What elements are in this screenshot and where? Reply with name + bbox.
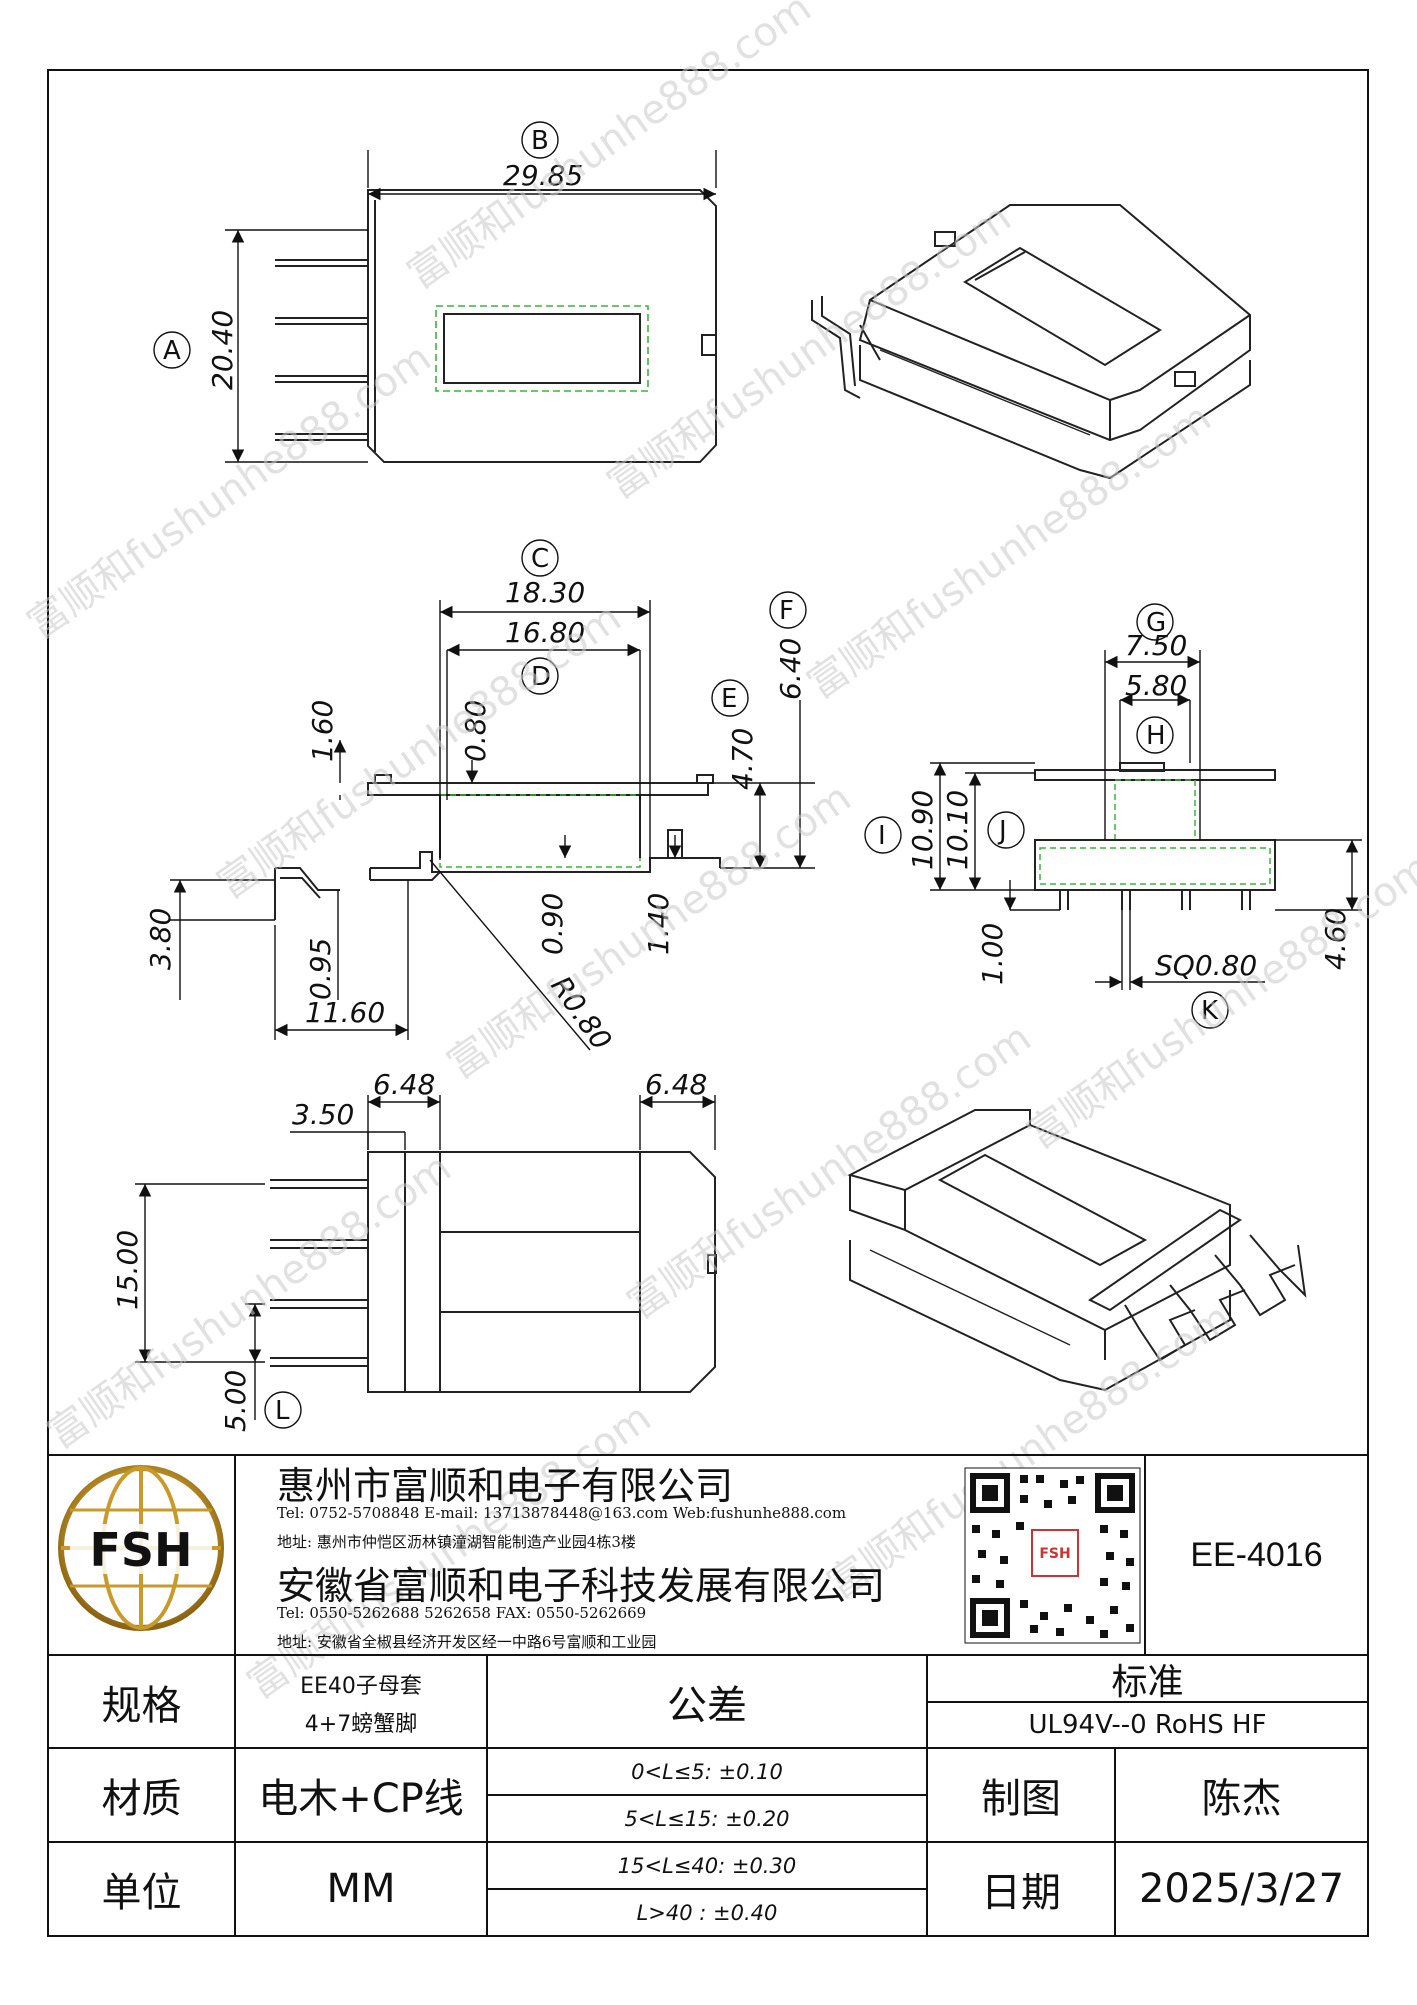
dim-e-value: 4.70: [726, 728, 759, 790]
watermark-text: 富顺和fushunhe888.com: [1019, 845, 1417, 1158]
bottom-view: [270, 1151, 717, 1393]
dim-base-gap-value: 0.90: [536, 893, 569, 955]
iso-view-top: [811, 204, 1251, 480]
label-g: G: [1146, 608, 1166, 638]
top-view: [275, 189, 717, 463]
watermark-text: 富顺和fushunhe888.com: [399, 0, 819, 298]
watermark-text: 富顺和fushunhe888.com: [599, 195, 1019, 508]
dim-base-thk-value: 1.40: [642, 893, 675, 955]
iso-view-bottom: [847, 1109, 1307, 1392]
label-i: I: [878, 821, 886, 851]
dimension-side: [864, 603, 1362, 1029]
unit-value: MM: [326, 1866, 396, 1912]
unit-label: 单位: [101, 1870, 182, 1916]
contact-anhui: Tel: 0550-5262688 5262658 FAX: 0550-5262…: [277, 1604, 647, 1622]
label-a: A: [163, 336, 181, 366]
dim-wall-value: 0.80: [459, 700, 492, 762]
dim-right-width-value: 6.48: [645, 1068, 707, 1101]
spec-label: 规格: [101, 1682, 182, 1729]
label-e: E: [721, 684, 737, 714]
dim-pitch-total-value: 15.00: [111, 1230, 144, 1310]
label-f: F: [779, 596, 794, 626]
address-anhui: 地址: 安徽省全椒县经济开发区经一中路6号富顺和工业园: [277, 1633, 657, 1651]
drawer-label: 制图: [981, 1776, 1061, 1822]
dim-b-value: 29.85: [503, 159, 583, 192]
dim-a-value: 20.40: [206, 310, 239, 390]
tolerance-row-1: 0<L≤5: ±0.10: [631, 1759, 783, 1784]
dimension-a-b: [153, 121, 717, 463]
dimension-front: [170, 539, 815, 1051]
contact-huizhou: Tel: 0752-5708848 E-mail: 13713878448@16…: [277, 1504, 847, 1522]
tolerance-label: 公差: [667, 1682, 747, 1729]
part-number: EE-4016: [1190, 1535, 1323, 1574]
label-k: K: [1201, 996, 1219, 1026]
address-huizhou: 地址: 惠州市仲恺区沥林镇潼湖智能制造产业园4栋3楼: [277, 1533, 636, 1551]
dim-i-value: 10.90: [906, 790, 939, 870]
dim-g-value: 7.50: [1125, 629, 1187, 662]
tolerance-row-3: 15<L≤40: ±0.30: [617, 1853, 797, 1878]
qr-code: FSH: [964, 1467, 1141, 1644]
tolerance-row-4: L>40 : ±0.40: [636, 1900, 778, 1925]
dim-c-value: 18.30: [505, 576, 585, 609]
tolerance-row-2: 5<L≤15: ±0.20: [624, 1806, 790, 1831]
dim-left-width-value: 6.48: [373, 1068, 435, 1101]
logo-text: FSH: [89, 1523, 192, 1577]
dim-pin-height-value: 3.80: [144, 908, 177, 970]
side-view: [1034, 762, 1276, 910]
label-b: B: [531, 126, 549, 156]
dim-pitch-value: 5.00: [219, 1370, 252, 1432]
material-value: 电木+CP线: [258, 1776, 464, 1822]
dim-pin-span-value: 11.60: [305, 996, 385, 1029]
dim-j-value: 10.10: [941, 790, 974, 870]
label-j: J: [997, 816, 1007, 846]
dim-f-value: 6.40: [774, 638, 807, 700]
standard-label: 标准: [1111, 1661, 1184, 1703]
dim-pin-step-value: 1.00: [976, 923, 1009, 985]
dim-d-value: 16.80: [505, 616, 585, 649]
spec-line-1: EE40子母套: [300, 1674, 422, 1699]
date-label: 日期: [981, 1870, 1061, 1916]
label-d: D: [531, 662, 551, 692]
spec-line-2: 4+7螃蟹脚: [304, 1712, 418, 1737]
dim-h-value: 5.80: [1125, 669, 1187, 702]
svg-text:FSH: FSH: [1039, 1546, 1070, 1562]
dim-left-offset-value: 3.50: [292, 1098, 354, 1131]
dim-pin-offset-value: 0.95: [304, 938, 337, 1000]
watermark-text: 富顺和fushunhe888.com: [619, 1015, 1039, 1328]
label-l: L: [275, 1396, 290, 1426]
drawer-value: 陈杰: [1201, 1776, 1282, 1822]
standard-value: UL94V--0 RoHS HF: [1028, 1710, 1267, 1740]
dimension-bottom: [135, 1095, 716, 1429]
watermark-layer: 富顺和fushunhe888.com 富顺和fushunhe888.com 富顺…: [19, 0, 1417, 1708]
label-c: C: [531, 544, 549, 574]
fsh-logo: FSH: [58, 1465, 224, 1631]
dim-pin-len-value: 4.60: [1319, 908, 1352, 970]
title-block-grid: [48, 1454, 1368, 1936]
material-label: 材质: [101, 1776, 182, 1822]
label-h: H: [1146, 721, 1166, 751]
drawing-frame: [47, 69, 1369, 1937]
dim-pin-sq-value: SQ0.80: [1155, 949, 1257, 982]
company-name-anhui: 安徽省富顺和电子科技发展有限公司: [277, 1564, 886, 1608]
dim-flange-value: 1.60: [306, 700, 339, 762]
company-name-huizhou: 惠州市富顺和电子有限公司: [277, 1464, 734, 1508]
date-value: 2025/3/27: [1138, 1866, 1345, 1912]
